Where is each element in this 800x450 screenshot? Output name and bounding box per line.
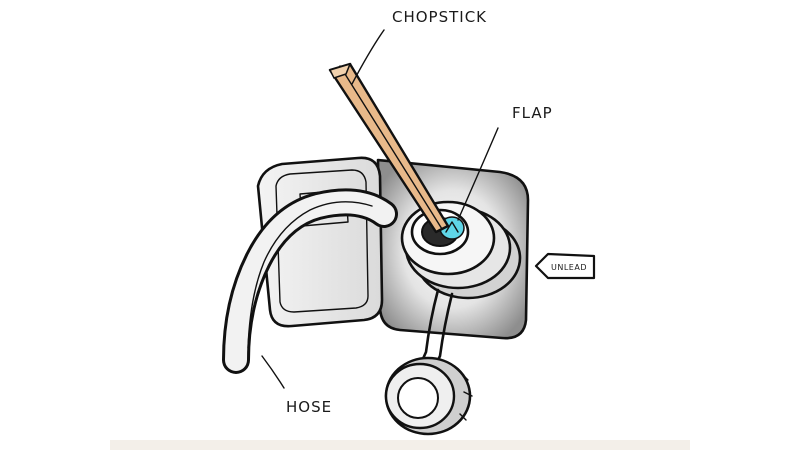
unleaded-arrow: UNLEAD	[534, 252, 596, 280]
chopstick	[328, 62, 450, 234]
flap-leader	[457, 127, 499, 221]
hose-leader	[261, 355, 285, 389]
chopstick-label: CHOPSTICK	[392, 8, 487, 26]
tether-strap	[416, 288, 454, 374]
fuel-cap	[384, 356, 473, 436]
chopstick-leader	[351, 29, 385, 85]
bottom-strip	[110, 440, 690, 450]
unleaded-label: UNLEAD	[551, 263, 587, 272]
flap-label: FLAP	[512, 104, 553, 122]
hose	[222, 188, 398, 374]
flap-mark	[445, 221, 459, 233]
hose-label: HOSE	[286, 398, 332, 416]
